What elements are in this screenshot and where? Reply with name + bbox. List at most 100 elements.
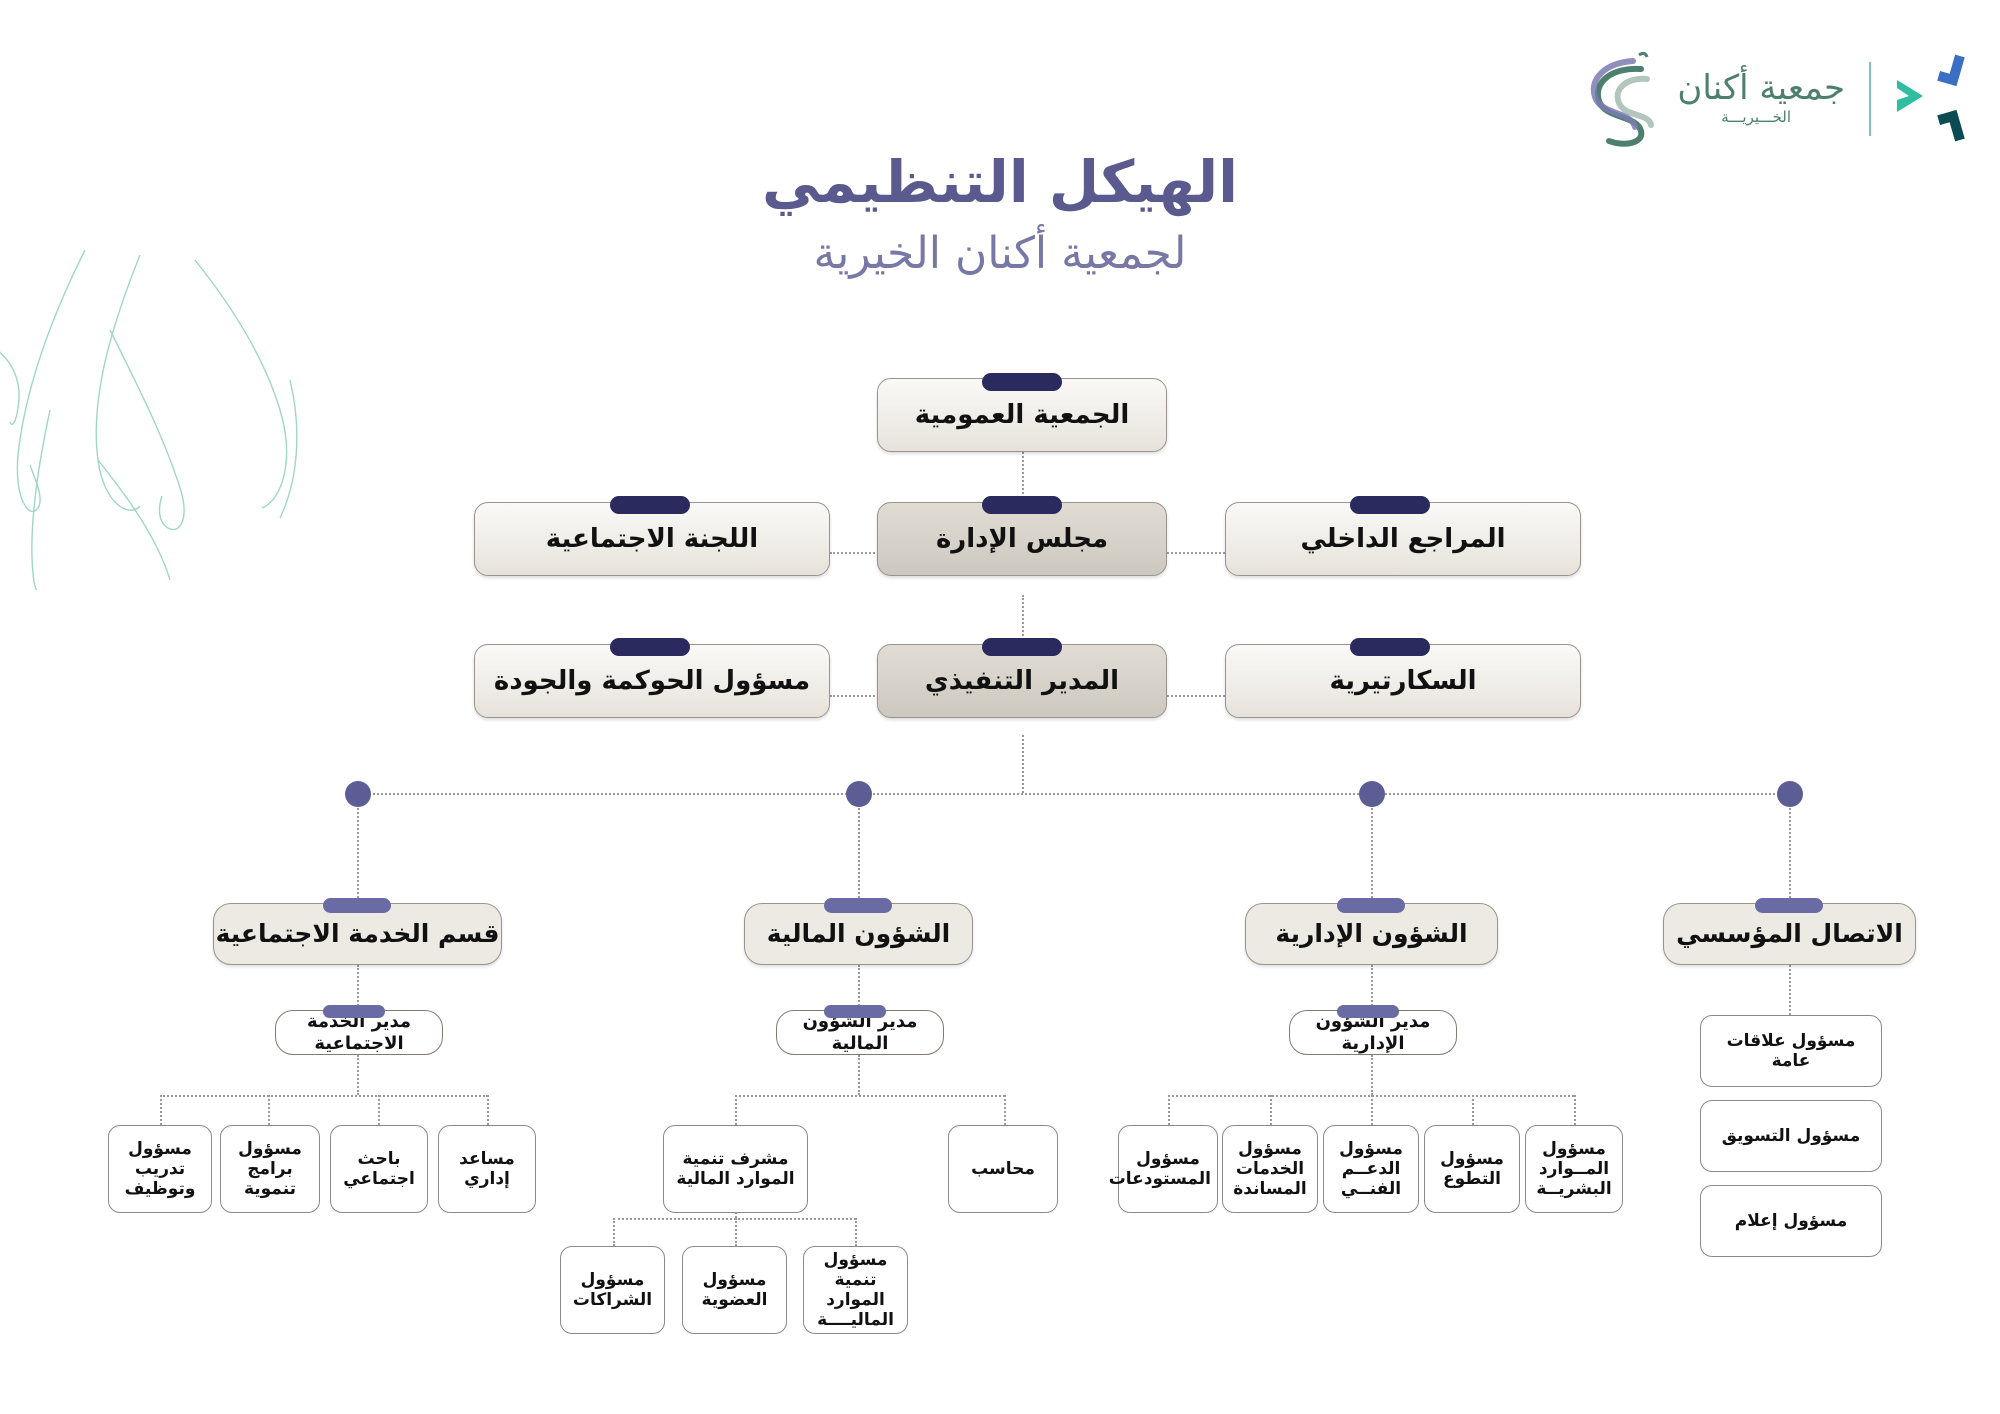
node-leaf-financial-resources-supervisor[interactable]: مشرف تنمية الموارد المالية [663, 1125, 808, 1213]
connector-drop-admin-4 [1472, 1095, 1474, 1125]
node-leaf-technical-support-officer[interactable]: مسؤول الدعــم الفنــي [1323, 1125, 1419, 1213]
node-leaf-marketing-officer[interactable]: مسؤول التسويق [1700, 1100, 1882, 1172]
connector-dept-mgr-finance [858, 965, 860, 1010]
node-dept-corporate-comms[interactable]: الاتصال المؤسسي [1663, 903, 1916, 965]
connector-main-spine [358, 793, 1790, 795]
node-label: مسؤول العضوية [701, 1269, 768, 1310]
connector-drop-social-2 [268, 1095, 270, 1125]
connector-dot-dept-admin [1371, 805, 1373, 905]
connector-bus-finance [735, 1095, 1005, 1097]
node-leaf-admin-assistant[interactable]: مساعد إداري [438, 1125, 536, 1213]
node-board-of-directors[interactable]: مجلس الإدارة [877, 502, 1167, 576]
tab-dept-social-service [323, 898, 391, 913]
node-dept-administration[interactable]: الشؤون الإدارية [1245, 903, 1498, 965]
connector-drop-finance-sub-2 [735, 1218, 737, 1246]
connector-drop-social-4 [487, 1095, 489, 1125]
node-label: الشؤون المالية [766, 919, 951, 949]
brand-logo: جمعية أكنان الخـــيريـــة [1505, 46, 1975, 151]
node-dept-social-service[interactable]: قسم الخدمة الاجتماعية [213, 903, 502, 965]
node-leaf-accountant[interactable]: محاسب [948, 1125, 1058, 1213]
node-leaf-partnerships-officer[interactable]: مسؤول الشراكات [560, 1246, 665, 1334]
connector-assembly-board [1022, 452, 1024, 502]
saudi-vision-2030-icon [1897, 54, 1965, 141]
spine-dot-finance [846, 781, 872, 807]
node-label: مسؤول الحوكمة والجودة [493, 665, 811, 696]
connector-dot-dept-social [357, 805, 359, 905]
connector-board-auditor [1150, 552, 1225, 554]
connector-dot-dept-finance [858, 805, 860, 905]
connector-mgr-bus-admin [1371, 1055, 1373, 1095]
connector-mgr-bus-social [357, 1055, 359, 1095]
connector-drop-admin-2 [1270, 1095, 1272, 1125]
node-leaf-support-services-officer[interactable]: مسؤول الخدمات المساندة [1222, 1125, 1318, 1213]
node-label: مسؤول الخدمات المساندة [1233, 1138, 1307, 1200]
logo-name-line1: جمعية أكنان [1677, 67, 1845, 108]
node-label: مسؤول المــوارد البشريــة [1536, 1138, 1612, 1200]
connector-drop-social-3 [378, 1095, 380, 1125]
connector-drop-admin-5 [1574, 1095, 1576, 1125]
logo-name-line2: الخـــيريـــة [1721, 108, 1791, 127]
page-title: الهيكل التنظيمي [761, 148, 1239, 216]
node-label: مجلس الإدارة [935, 523, 1109, 554]
node-executive-director[interactable]: المدير التنفيذي [877, 644, 1167, 718]
connector-executive-secretariat [1150, 695, 1225, 697]
node-leaf-public-relations-officer[interactable]: مسؤول علاقات عامة [1700, 1015, 1882, 1087]
tab-social-committee [610, 496, 690, 514]
connector-mgr-bus-finance [858, 1055, 860, 1095]
connector-dept-mgr-social [357, 965, 359, 1010]
tab-dept-corporate-comms [1755, 898, 1823, 913]
tab-dept-finance [824, 898, 892, 913]
node-label: قسم الخدمة الاجتماعية [215, 919, 500, 949]
node-label: اللجنة الاجتماعية [545, 523, 759, 554]
node-leaf-volunteering-officer[interactable]: مسؤول التطوع [1424, 1125, 1520, 1213]
connector-drop-finance-2 [1004, 1095, 1006, 1125]
connector-executive-governance [830, 695, 895, 697]
node-label: مشرف تنمية الموارد المالية [676, 1148, 795, 1189]
node-leaf-development-programs[interactable]: مسؤول برامج تنموية [220, 1125, 320, 1213]
node-label: المدير التنفيذي [924, 665, 1120, 696]
node-label: الاتصال المؤسسي [1676, 919, 1903, 949]
node-label: محاسب [971, 1158, 1035, 1179]
connector-drop-social-1 [160, 1095, 162, 1125]
node-label: الشؤون الإدارية [1275, 919, 1468, 949]
tab-general-assembly [982, 373, 1062, 391]
node-label: مسؤول إعلام [1734, 1210, 1848, 1231]
node-label: مسؤول الشراكات [572, 1269, 653, 1310]
node-leaf-training-employment[interactable]: مسؤول تدريب وتوظيف [108, 1125, 212, 1213]
tab-internal-auditor [1350, 496, 1430, 514]
node-label: مسؤول التطوع [1440, 1148, 1504, 1189]
connector-bus-finance-sub [613, 1218, 856, 1220]
spine-dot-administration [1359, 781, 1385, 807]
connector-drop-finance-sub-3 [855, 1218, 857, 1246]
connector-executive-spine [1022, 735, 1024, 793]
tab-mgr-administration [1337, 1005, 1399, 1018]
aknan-swirl-logo-icon [1591, 51, 1655, 147]
node-internal-auditor[interactable]: المراجع الداخلي [1225, 502, 1581, 576]
logo-wordmark: جمعية أكنان الخـــيريـــة [1677, 67, 1845, 127]
tab-board-of-directors [982, 496, 1062, 514]
connector-board-social [830, 552, 895, 554]
connector-dept-pr-comms [1789, 965, 1791, 1015]
tab-mgr-finance [824, 1005, 886, 1018]
connector-drop-finance-sub-1 [613, 1218, 615, 1246]
tab-dept-administration [1337, 898, 1405, 913]
node-leaf-media-officer[interactable]: مسؤول إعلام [1700, 1185, 1882, 1257]
tab-governance-quality-officer [610, 638, 690, 656]
node-leaf-social-researcher[interactable]: باحث اجتماعي [330, 1125, 428, 1213]
node-label: الجمعية العمومية [914, 399, 1130, 430]
node-leaf-warehouses-officer[interactable]: مسؤول المستودعات [1108, 1125, 1218, 1213]
connector-dot-dept-comms [1789, 805, 1791, 905]
node-leaf-human-resources-officer[interactable]: مسؤول المــوارد البشريــة [1525, 1125, 1623, 1213]
node-label: مسؤول علاقات عامة [1726, 1030, 1856, 1071]
watermark-swirl-icon [0, 250, 298, 590]
node-label: مسؤول الدعــم الفنــي [1339, 1138, 1403, 1200]
connector-dept-mgr-admin [1371, 965, 1373, 1010]
tab-mgr-social-service [323, 1005, 385, 1018]
node-governance-quality-officer[interactable]: مسؤول الحوكمة والجودة [474, 644, 830, 718]
node-leaf-membership-officer[interactable]: مسؤول العضوية [682, 1246, 787, 1334]
node-social-committee[interactable]: اللجنة الاجتماعية [474, 502, 830, 576]
node-label: باحث اجتماعي [343, 1148, 415, 1189]
node-leaf-financial-resources-officer[interactable]: مسؤول تنمية الموارد الماليــــة [803, 1246, 908, 1334]
node-label: مسؤول المستودعات [1108, 1148, 1211, 1189]
